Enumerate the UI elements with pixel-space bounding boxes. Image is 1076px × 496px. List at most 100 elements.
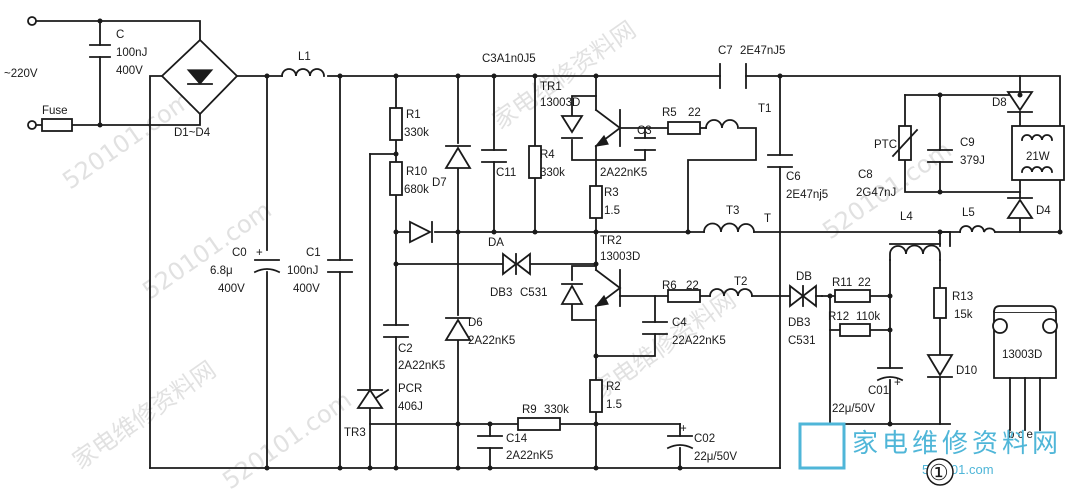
svg-text:100nJ: 100nJ	[287, 265, 318, 277]
resistor-r4: R4 330k	[528, 145, 565, 179]
watermark-text: 家电维修资料网	[67, 356, 221, 475]
ac-input-terminals: ~220V	[4, 16, 38, 130]
svg-text:22: 22	[858, 277, 871, 289]
resistor-r2: R2 1.5	[589, 379, 622, 413]
input-voltage-label: ~220V	[4, 68, 38, 80]
svg-text:R4: R4	[540, 149, 555, 161]
svg-text:R5: R5	[662, 107, 677, 119]
svg-text:L4: L4	[900, 211, 913, 223]
svg-text:C11: C11	[496, 167, 516, 179]
diac-db3-a: DB3 C531	[490, 252, 548, 299]
svg-text:R2: R2	[606, 381, 621, 393]
resistor-r12: R12 110k	[828, 311, 880, 337]
transformer-t2: T2	[709, 276, 753, 297]
fuse: Fuse	[41, 105, 73, 132]
svg-text:R6: R6	[662, 280, 677, 292]
svg-text:1.5: 1.5	[606, 399, 622, 411]
svg-text:TR2: TR2	[600, 235, 622, 247]
fuse-label: Fuse	[42, 105, 68, 117]
svg-text:D6: D6	[468, 317, 483, 329]
svg-text:C7: C7	[718, 45, 733, 57]
svg-text:C: C	[116, 29, 124, 41]
svg-text:2E47nJ5: 2E47nJ5	[740, 45, 785, 57]
capacitor-c14: C14 2A22nK5	[477, 433, 553, 462]
svg-text:R1: R1	[406, 109, 421, 121]
resistor-r6: R6 22	[662, 280, 701, 303]
transistor-package-13003d: 13003D b c e	[992, 305, 1058, 441]
svg-text:PTC: PTC	[874, 139, 897, 151]
figure-number: ①	[929, 460, 949, 485]
svg-text:D8: D8	[992, 97, 1007, 109]
svg-text:T3: T3	[726, 205, 739, 217]
lamp-wattage: 21W	[1026, 151, 1050, 163]
capacitor-c-input: C 100nJ 400V	[89, 29, 147, 77]
inductor-l1: L1	[281, 51, 325, 77]
svg-text:13003D: 13003D	[600, 251, 640, 263]
svg-text:TR3: TR3	[344, 427, 366, 439]
resistor-r1: R1 330k	[389, 107, 429, 141]
svg-text:C01: C01	[868, 385, 889, 397]
junction-dots	[97, 18, 1063, 471]
resistor-r3: R3 1.5	[589, 185, 620, 219]
capacitor-c9: C9 379J	[927, 137, 985, 167]
svg-text:R3: R3	[604, 187, 619, 199]
svg-text:DB3: DB3	[490, 287, 512, 299]
svg-text:15k: 15k	[954, 309, 973, 321]
svg-text:22: 22	[686, 280, 699, 292]
svg-text:T: T	[764, 213, 771, 225]
diode-d4: D4	[1006, 197, 1051, 219]
diode-d7: D7	[432, 145, 472, 189]
diode-d8: D8	[992, 91, 1034, 113]
svg-text:+: +	[256, 247, 263, 259]
svg-text:D7: D7	[432, 177, 447, 189]
capacitor-c0: + C0 6.8μ 400V	[210, 247, 281, 295]
svg-text:22: 22	[688, 107, 701, 119]
capacitor-c3: C3 2A22nK5	[600, 125, 656, 179]
svg-text:DB: DB	[796, 271, 812, 283]
figure-number-circle	[926, 458, 954, 486]
svg-text:330k: 330k	[404, 127, 429, 139]
svg-text:1.5: 1.5	[604, 205, 620, 217]
svg-text:C3: C3	[637, 125, 652, 137]
capacitor-c7: C7 2E47nJ5	[718, 45, 785, 89]
svg-text:+: +	[894, 377, 901, 389]
svg-text:13003D: 13003D	[540, 97, 580, 109]
capacitor-c01: + C01 22μ/50V	[832, 367, 904, 415]
diode-d10: D10	[926, 354, 977, 378]
svg-text:R12: R12	[828, 311, 849, 323]
svg-text:DA: DA	[488, 237, 504, 249]
watermark-url: 520101.com	[217, 386, 356, 495]
svg-text:2A22nK5: 2A22nK5	[600, 167, 647, 179]
svg-text:L5: L5	[962, 207, 975, 219]
svg-text:C8: C8	[858, 169, 873, 181]
svg-text:6.8μ: 6.8μ	[210, 265, 233, 277]
svg-text:D4: D4	[1036, 205, 1051, 217]
svg-text:R9: R9	[522, 404, 537, 416]
transistor-tr2: TR2 13003D	[560, 235, 640, 307]
svg-text:13003D: 13003D	[1002, 349, 1042, 361]
svg-text:22μ/50V: 22μ/50V	[832, 403, 875, 415]
svg-text:R10: R10	[406, 166, 427, 178]
c3-top-label: C3A1n0J5	[482, 53, 536, 65]
transformer-t1: T1	[705, 103, 771, 129]
resistor-r10: R10 680k	[389, 161, 429, 196]
diode-d6: D6 2A22nK5	[444, 317, 515, 347]
svg-text:T2: T2	[734, 276, 747, 288]
svg-text:400V: 400V	[218, 283, 245, 295]
inductor-l4: L4	[889, 211, 941, 261]
svg-text:2A22nK5: 2A22nK5	[468, 335, 515, 347]
svg-text:PCR: PCR	[398, 383, 422, 395]
resistor-r13: R13 15k	[933, 287, 973, 321]
svg-text:T1: T1	[758, 103, 771, 115]
svg-text:C14: C14	[506, 433, 528, 445]
svg-text:C02: C02	[694, 433, 715, 445]
resistor-r11: R11 22	[832, 277, 871, 303]
svg-text:2E47nj5: 2E47nj5	[786, 189, 828, 201]
svg-text:379J: 379J	[960, 155, 985, 167]
capacitor-c2: C2 2A22nK5	[383, 324, 445, 372]
svg-text:R13: R13	[952, 291, 973, 303]
transistor-tr1: TR1 13003D	[540, 81, 609, 147]
transistor-pins: b c e	[1008, 429, 1033, 441]
thermistor-ptc: PTC	[874, 125, 919, 161]
